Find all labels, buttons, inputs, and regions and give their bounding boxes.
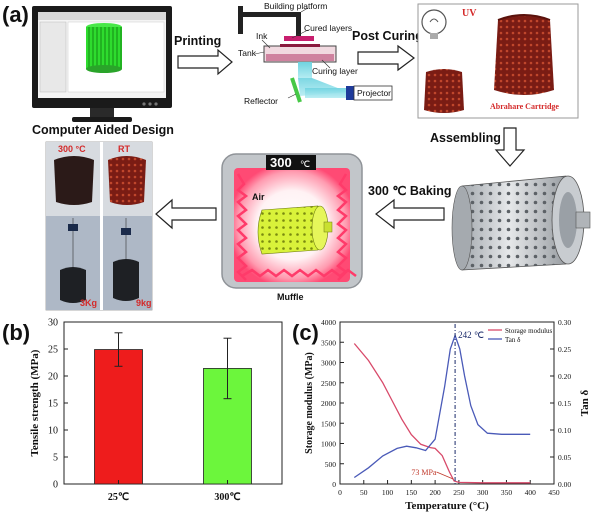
y-tick-label: 3000 [321, 359, 336, 368]
filter-cartridge-model [451, 175, 591, 271]
cartridge-photo [417, 3, 579, 119]
x-tick-label: 0 [338, 488, 342, 497]
y-right-tick-label: 0.10 [558, 426, 571, 435]
x-tick-label: 25℃ [108, 492, 129, 503]
y-tick-label: 500 [325, 460, 337, 469]
x-tick-label: 50 [360, 488, 368, 497]
x-tick-label: 100 [382, 488, 394, 497]
tan-delta-series [353, 333, 531, 479]
y-right-tick-label: 0.15 [558, 399, 571, 408]
y-tick-label: 1000 [321, 440, 336, 449]
y-tick-label: 10 [48, 426, 58, 437]
bar [94, 349, 143, 485]
y-tick-label: 15 [48, 399, 58, 410]
load-test-photos [45, 141, 153, 311]
x-tick-label: 200 [429, 488, 441, 497]
y-axis-label: Storage modulus (MPa) [304, 352, 315, 454]
x-tick-label: 350 [501, 488, 513, 497]
post-curing-label: Post Curing [352, 29, 423, 43]
photo-weight-left: 3Kg [80, 298, 97, 308]
air-label: Air [252, 192, 265, 202]
storage-modulus-series [353, 343, 531, 484]
cad-monitor [32, 6, 172, 122]
building-platform-label: Building platform [264, 1, 327, 11]
muffle-display-value: 300 [270, 155, 292, 170]
y-tick-label: 2500 [321, 379, 336, 388]
muffle-display-unit: ℃ [300, 159, 310, 169]
modulus-annotation-leader [436, 471, 454, 480]
uv-label: UV [462, 8, 477, 19]
y-right-tick-label: 0.00 [558, 480, 571, 489]
x-tick-label: 150 [406, 488, 418, 497]
post-curing-arrow [357, 44, 415, 72]
y-tick-label: 30 [48, 318, 58, 329]
y-right-tick-label: 0.05 [558, 453, 571, 462]
legend-label: Storage modulus [505, 327, 553, 335]
x-tick-label: 450 [548, 488, 560, 497]
panel-label-b: (b) [2, 320, 30, 345]
baking-arrow [375, 198, 445, 230]
modulus-annotation: 73 MPa [411, 468, 437, 477]
plot-frame [339, 321, 555, 485]
photo-label-rt: RT [118, 144, 130, 154]
assembling-arrow [494, 127, 526, 167]
panel-label-c: (c) [292, 320, 319, 345]
cartridge-caption: Abrahare Cartridge [490, 102, 559, 111]
x-tick-label: 400 [525, 488, 537, 497]
x-tick-label: 300 [477, 488, 489, 497]
x-tick-label: 250 [453, 488, 465, 497]
x-axis-label: Temperature (°C) [405, 500, 489, 512]
printing-label: Printing [174, 34, 221, 48]
cad-label: Computer Aided Design [32, 123, 174, 137]
y-tick-label: 2000 [321, 399, 336, 408]
y-tick-label: 25 [48, 345, 58, 356]
photo-label-hot: 300 °C [58, 144, 86, 154]
printer-schematic [238, 6, 393, 103]
y-tick-label: 20 [48, 372, 58, 383]
y-right-tick-label: 0.25 [558, 345, 571, 354]
peak-annotation: 242 ℃ [458, 330, 484, 340]
muffle-label: Muffle [277, 292, 304, 302]
ink-label: Ink [256, 31, 268, 41]
y-right-axis-label: Tan δ [579, 390, 591, 417]
projector-label: Projector [357, 88, 391, 98]
y-axis-label: Tensile strength (MPa) [29, 349, 41, 456]
y-tick-label: 0 [332, 480, 336, 489]
y-right-tick-label: 0.30 [558, 318, 571, 327]
line-chart: 0 50 100 150 200 250 300 350 400 450 0 500 1000 1500 2… [304, 318, 591, 512]
y-tick-label: 1500 [321, 419, 336, 428]
muffle-furnace [221, 153, 363, 289]
y-tick-label: 4000 [321, 318, 336, 327]
y-tick-label: 0 [53, 480, 58, 491]
panel-label-a: (a) [2, 2, 29, 27]
tank-label: Tank [238, 48, 257, 58]
assembling-label: Assembling [430, 131, 501, 145]
y-tick-label: 3500 [321, 338, 336, 347]
reflector-label: Reflector [244, 96, 278, 106]
x-tick-label: 300℃ [214, 492, 240, 503]
baking-label: 300 ℃ Baking [368, 184, 452, 198]
cured-layers-label: Cured layers [304, 23, 352, 33]
y-tick-label: 5 [53, 453, 58, 464]
bar-chart: 0 5 10 15 20 25 30 25℃ 300℃ Tensile strength (MPa… [29, 318, 283, 503]
y-right-tick-label: 0.20 [558, 372, 571, 381]
curing-layer-label: Curing layer [312, 66, 358, 76]
legend-label: Tan δ [505, 336, 521, 344]
printing-arrow [177, 48, 233, 76]
photo-weight-right: 9kg [136, 298, 152, 308]
result-arrow [155, 198, 217, 230]
